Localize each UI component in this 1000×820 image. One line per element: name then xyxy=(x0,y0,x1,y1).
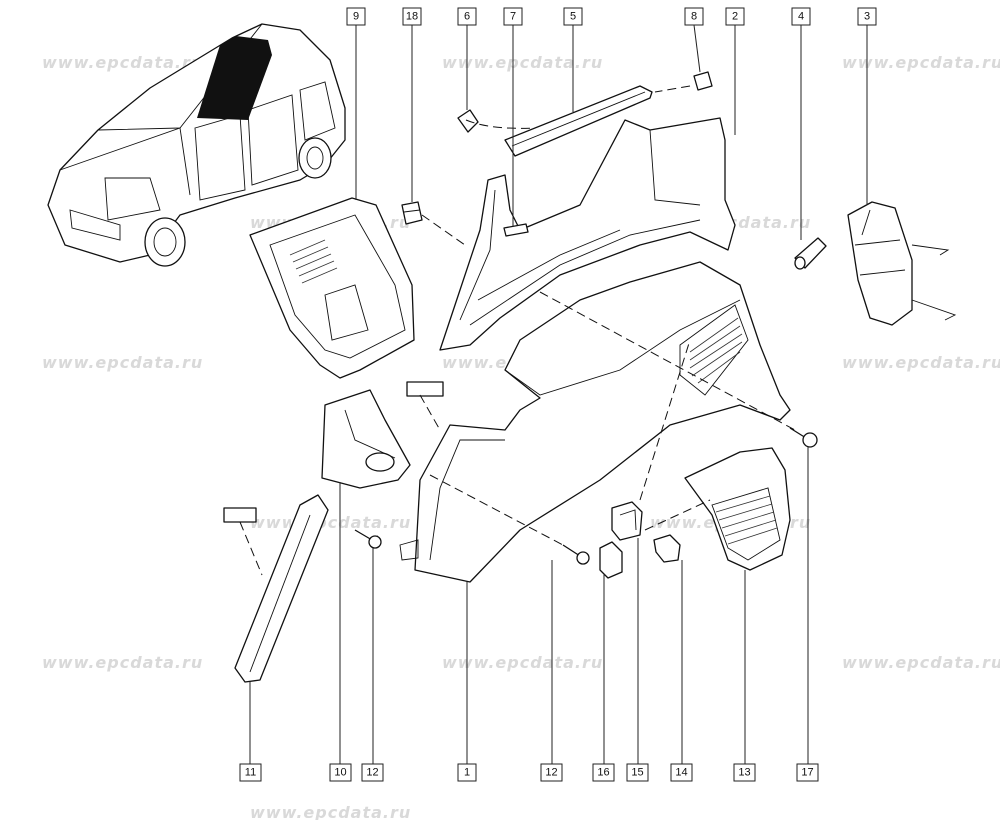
callout-label: 9 xyxy=(353,11,359,23)
callout-10: 10 xyxy=(329,763,352,782)
watermark-text: www.epcdata.ru xyxy=(250,513,411,532)
callout-label: 12 xyxy=(366,767,378,779)
callout-1: 1 xyxy=(457,763,477,782)
callout-label: 15 xyxy=(631,767,643,779)
part-1-side-trim-panel xyxy=(399,261,791,583)
clip-marker xyxy=(223,507,257,523)
watermark-text: www.epcdata.ru xyxy=(42,653,203,672)
callout-label: 5 xyxy=(570,11,576,23)
part-9-wheel-arch-trim xyxy=(249,197,415,379)
part-10-bracket xyxy=(321,389,411,489)
callout-label: 4 xyxy=(798,11,804,23)
highlighted-area xyxy=(197,36,272,120)
part-18-clip xyxy=(401,201,423,225)
clip-markers xyxy=(223,381,444,523)
part-14-clip xyxy=(653,534,681,563)
watermark-text: www.epcdata.ru xyxy=(842,353,1000,372)
callout-5: 5 xyxy=(563,7,583,26)
assembly-dash-lines xyxy=(239,85,796,576)
callout-14: 14 xyxy=(670,763,693,782)
callout-6: 6 xyxy=(457,7,477,26)
part-3-bracket xyxy=(847,201,957,326)
callout-label: 17 xyxy=(801,767,813,779)
part-12-screw-b xyxy=(562,544,590,565)
callout-label: 10 xyxy=(334,767,346,779)
callout-label: 11 xyxy=(245,767,256,779)
callout-label: 18 xyxy=(406,11,418,23)
callout-label: 12 xyxy=(545,767,557,779)
clip-marker xyxy=(406,381,444,397)
callout-13: 13 xyxy=(733,763,756,782)
callout-label: 3 xyxy=(864,11,870,23)
vehicle-locator-illustration xyxy=(47,23,346,267)
callout-label: 1 xyxy=(464,767,470,779)
callout-12-second: 12 xyxy=(540,763,563,782)
part-11-pillar-trim xyxy=(234,494,329,683)
watermark-text: www.epcdata.ru xyxy=(442,53,603,72)
part-17-screw xyxy=(789,427,818,448)
callout-9: 9 xyxy=(346,7,366,26)
part-8-clip xyxy=(693,71,713,91)
callout-11: 11 xyxy=(239,763,262,782)
callout-15: 15 xyxy=(626,763,649,782)
callout-label: 6 xyxy=(464,11,470,23)
callout-label: 8 xyxy=(691,11,697,23)
callout-7: 7 xyxy=(503,7,523,26)
callout-label: 7 xyxy=(510,11,516,23)
watermark-text: www.epcdata.ru xyxy=(42,353,203,372)
callout-2: 2 xyxy=(725,7,745,26)
watermark-layer: www.epcdata.ru www.epcdata.ru www.epcdat… xyxy=(42,53,1000,820)
callout-label: 2 xyxy=(732,11,738,23)
part-16-cap xyxy=(599,541,623,579)
watermark-text: www.epcdata.ru xyxy=(842,653,1000,672)
leader-lines xyxy=(249,24,868,764)
callout-label: 13 xyxy=(738,767,750,779)
callout-8: 8 xyxy=(684,7,704,26)
watermark-text: www.epcdata.ru xyxy=(250,803,411,820)
callout-3: 3 xyxy=(857,7,877,26)
part-12-screw xyxy=(354,529,382,549)
callout-label: 16 xyxy=(597,767,609,779)
watermark-text: www.epcdata.ru xyxy=(442,653,603,672)
watermark-text: www.epcdata.ru xyxy=(842,53,1000,72)
callout-label: 14 xyxy=(675,767,687,779)
callout-16: 16 xyxy=(592,763,615,782)
callout-18: 18 xyxy=(402,7,422,26)
callout-4: 4 xyxy=(791,7,811,26)
watermark-text: www.epcdata.ru xyxy=(42,53,203,72)
callout-12: 12 xyxy=(361,763,384,782)
callout-17: 17 xyxy=(796,763,819,782)
part-13-grille-cover xyxy=(684,447,791,571)
part-15-clip xyxy=(611,501,643,541)
part-4-plug xyxy=(794,237,827,270)
part-2-upper-trim xyxy=(439,117,736,351)
